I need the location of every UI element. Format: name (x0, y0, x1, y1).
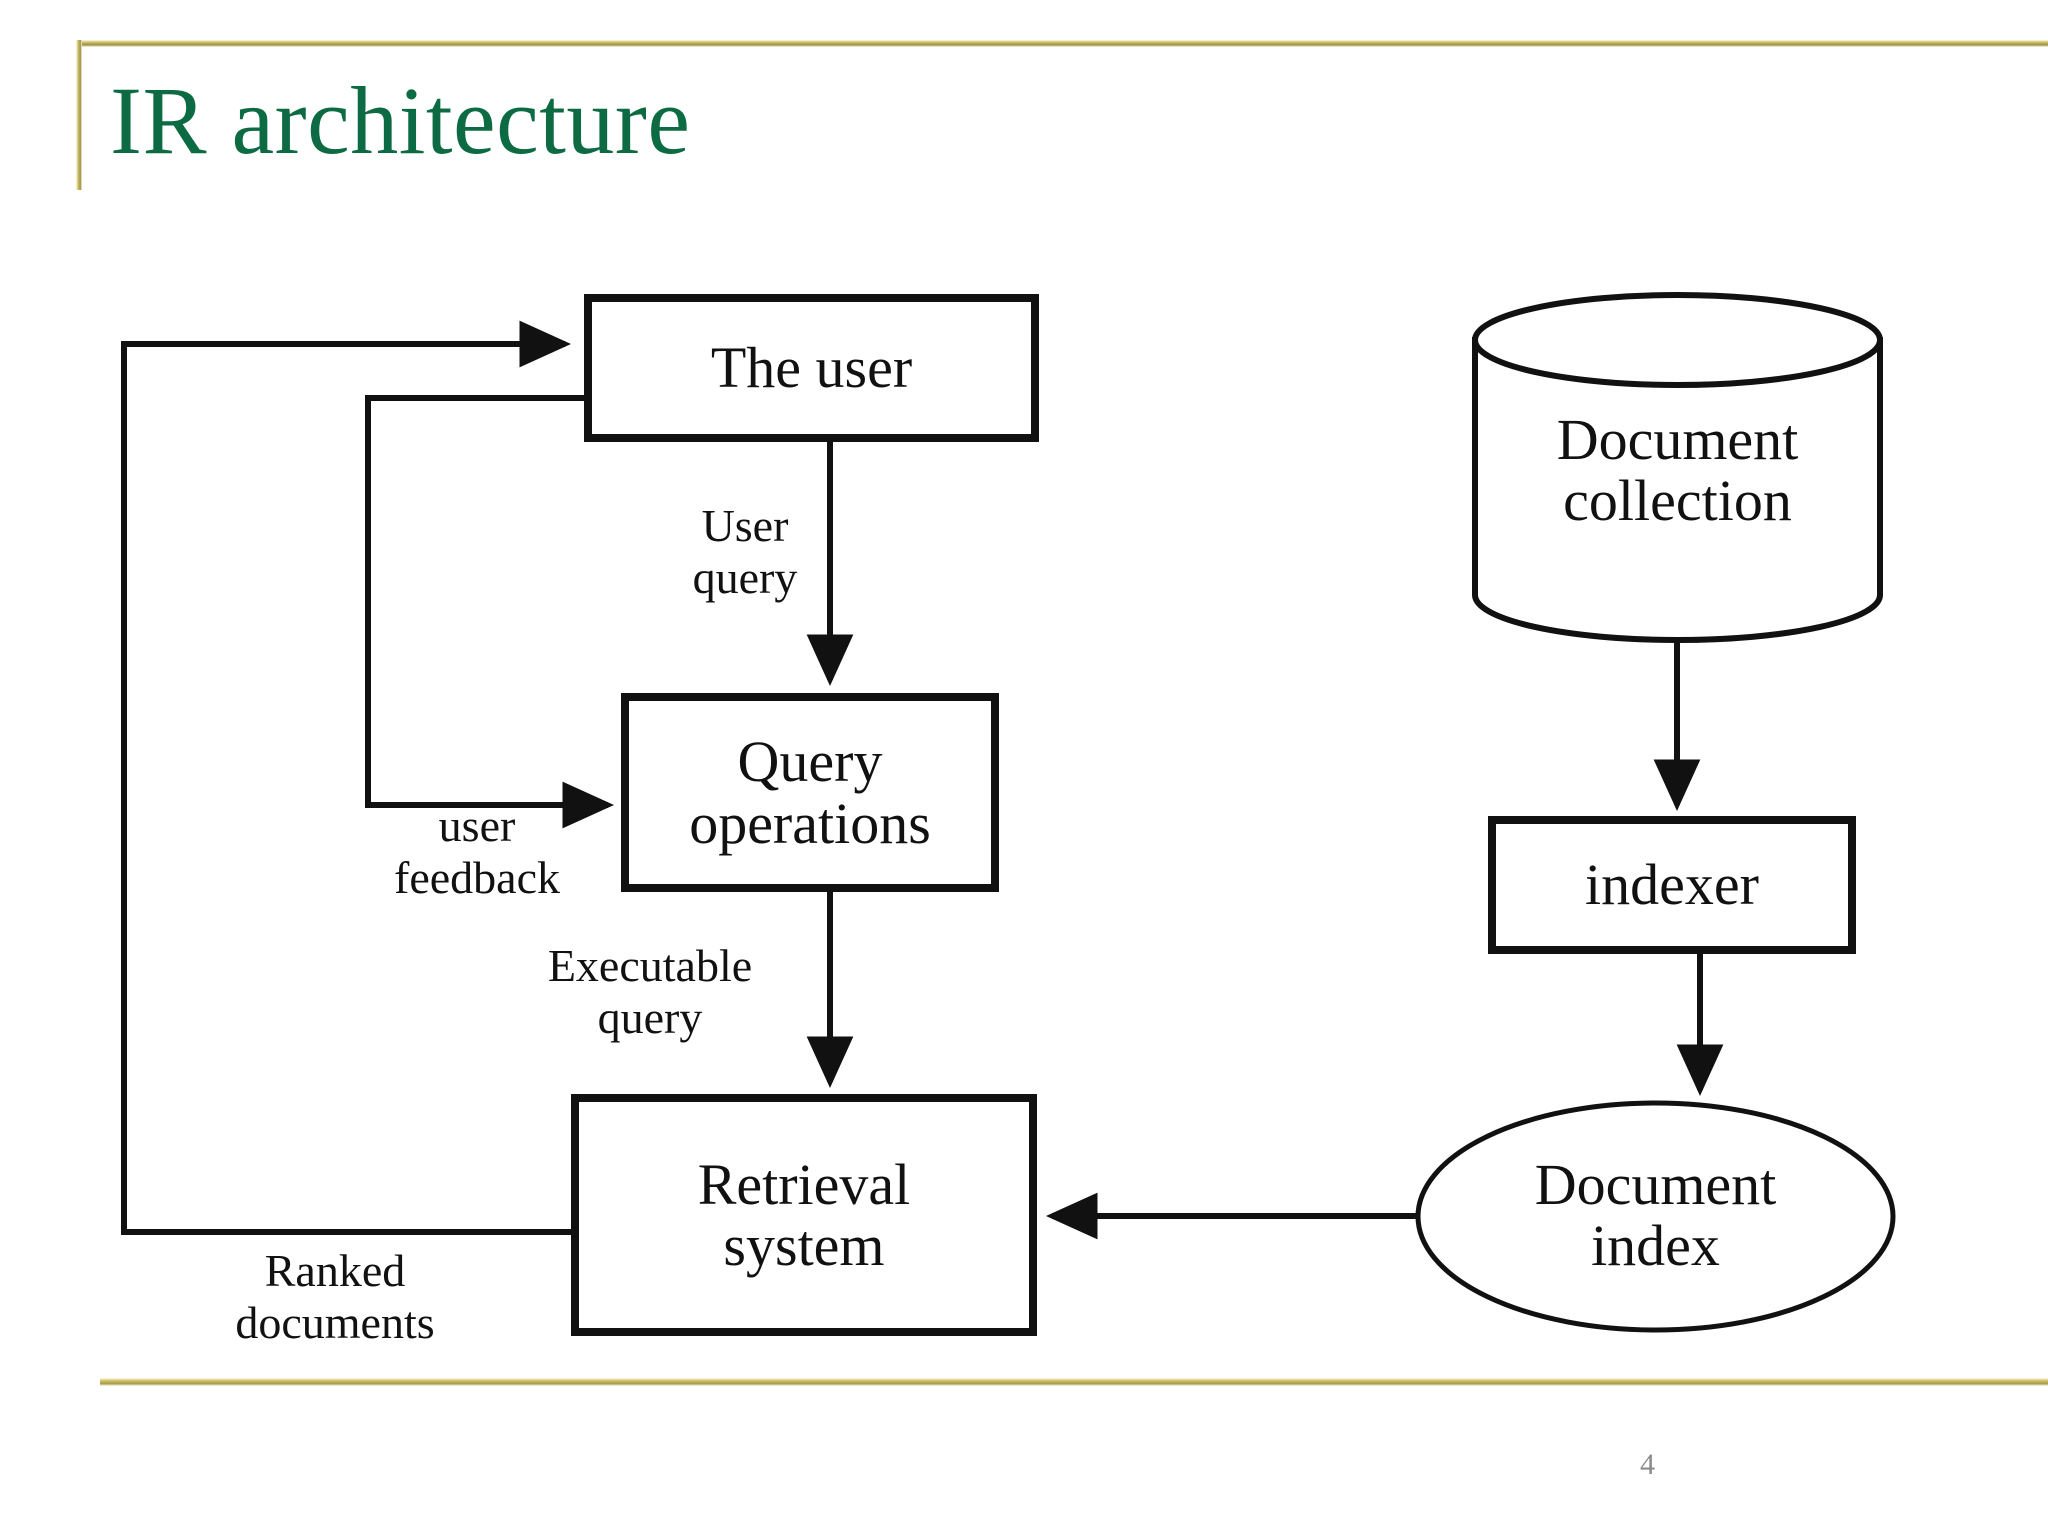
edge-label-ranked-documents: Ranked documents (235, 1245, 435, 1348)
edge-label-executable-query: Executable query (547, 940, 753, 1043)
footer-rule (100, 1378, 2048, 1386)
edge-label-user-query: User query (692, 500, 798, 603)
node-label-retrieval-system: Retrieval system (697, 1151, 911, 1278)
node-label-query-operations: Query operations (689, 729, 931, 856)
title-rule-left (76, 40, 82, 190)
node-label-indexer: indexer (1585, 852, 1759, 918)
page-number: 4 (1640, 1448, 1655, 1481)
node-label-document-collection: Document collection (1556, 406, 1799, 533)
edge-retrieval-to-user (121, 320, 575, 1235)
node-label-document-index: Document index (1534, 1151, 1777, 1278)
edge-label-user-feedback: user feedback (394, 800, 560, 903)
page-title: IR architecture (110, 67, 691, 174)
node-label-the-user: The user (710, 335, 913, 401)
title-rule-top (76, 40, 2048, 47)
edge-user-to-query-feedback (365, 395, 615, 829)
